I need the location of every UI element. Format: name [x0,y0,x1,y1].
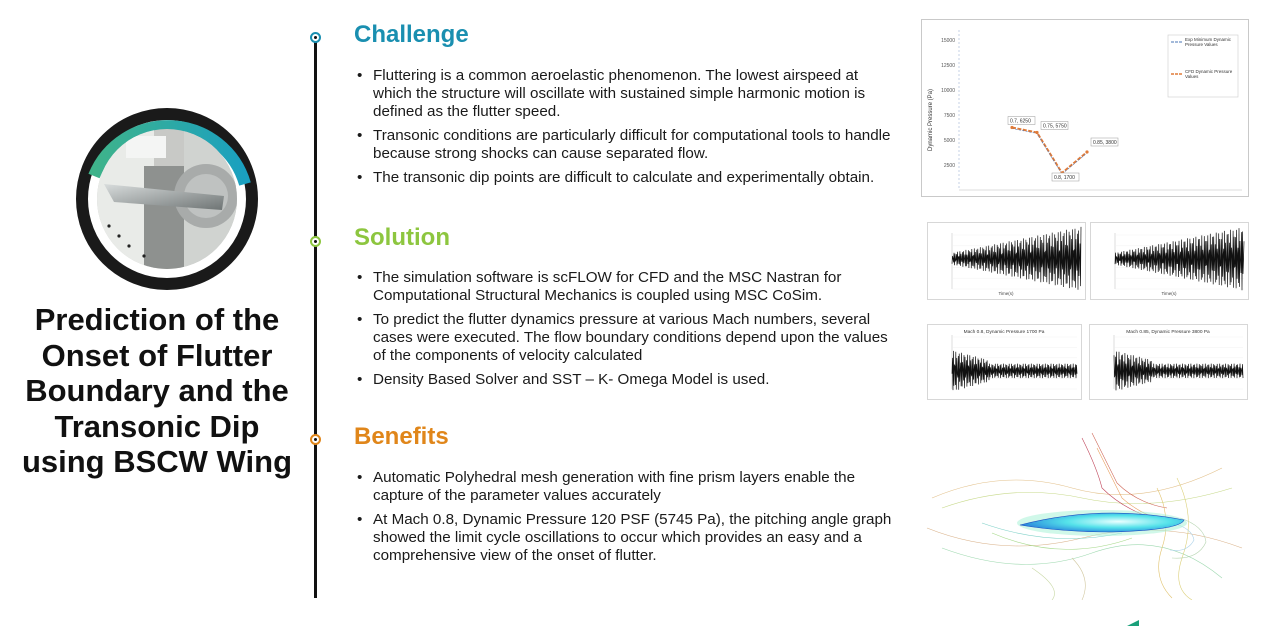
cfd-contour-image [922,428,1248,601]
time-axis-label: Time(s) [1161,291,1177,296]
benefits-heading: Benefits [354,423,449,450]
data-label-box [1040,121,1069,130]
time-axis-label: Time(s) [998,291,1014,296]
mach-0.8-plot: Mach 0.8, Dynamic Pressure 1700 Pa [927,324,1082,400]
time-history-plot-2-svg: Time(s) [1114,228,1245,296]
list-item: The transonic dip points are difficult t… [355,169,900,187]
wing-photo [74,106,260,292]
data-label: 0.75, 5750 [1043,123,1067,129]
timeline-node-solution [310,236,321,247]
y-tick-label: 15000 [941,38,955,44]
plot-title: Mach 0.85, Dynamic Pressure 3800 Pa [1126,329,1210,335]
data-label: 0.85, 3800 [1093,140,1117,146]
legend-label-cfd: CFD Dynamic Pressure Values [1185,69,1233,80]
corner-accent [1127,620,1139,626]
oscillation-trace [1113,351,1244,391]
list-item: Transonic conditions are particularly di… [355,127,900,163]
dynamic-pressure-chart: Dynamic Pressure (Pa) 2500 5000 7500 10000 1… [921,19,1249,197]
oscillation-trace [951,226,1082,290]
timeline-line [314,36,317,598]
y-tick-label: 5000 [944,138,955,144]
oscillation-trace [1114,228,1245,291]
mach-0.85-plot: Mach 0.85, Dynamic Pressure 3800 Pa [1089,324,1248,400]
list-item: Automatic Polyhedral mesh generation wit… [355,469,900,505]
cfd-series-line [1011,126,1088,175]
mach-0.8-plot-svg: Mach 0.8, Dynamic Pressure 1700 Pa [951,329,1078,391]
data-label: 0.7, 6250 [1010,118,1031,124]
challenge-list: Fluttering is a common aeroelastic pheno… [355,67,900,193]
timeline-node-challenge [310,32,321,43]
y-tick-label: 12500 [941,63,955,69]
list-item: Density Based Solver and SST – K- Omega … [355,371,900,389]
timeline-node-benefits [310,434,321,445]
data-point [1010,125,1014,130]
time-history-plot-1: Time(s) [927,222,1086,300]
y-axis-label: Dynamic Pressure (Pa) [928,89,934,151]
oscillation-trace [951,350,1078,391]
list-item: At Mach 0.8, Dynamic Pressure 120 PSF (5… [355,511,900,565]
solution-list: The simulation software is scFLOW for CF… [355,269,900,395]
time-history-plot-2: Time(s) [1090,222,1249,300]
data-point [1035,130,1039,135]
list-item: To predict the flutter dynamics pressure… [355,311,900,365]
y-tick-label: 7500 [944,113,955,119]
page-title: Prediction of the Onset of Flutter Bound… [21,302,293,479]
time-history-plot-1-svg: Time(s) [951,226,1082,296]
dynamic-pressure-chart-svg: Dynamic Pressure (Pa) 2500 5000 7500 10000 1… [928,30,1242,191]
list-item: Fluttering is a common aeroelastic pheno… [355,67,900,121]
chart-legend [1167,34,1239,98]
benefits-list: Automatic Polyhedral mesh generation wit… [355,469,900,571]
data-point [1085,150,1089,154]
plot-title: Mach 0.8, Dynamic Pressure 1700 Pa [964,329,1045,335]
y-tick-label: 2500 [944,163,955,169]
data-label-box [1007,116,1036,125]
solution-heading: Solution [354,224,450,251]
cfd-contour-svg [926,432,1243,601]
legend-label-exp: Exp Minimum Dynamic Pressure Values [1185,37,1232,48]
data-label-box [1051,172,1080,182]
data-label: 0.8, 1700 [1054,175,1075,181]
exp-series-line [1011,128,1088,175]
y-tick-label: 10000 [941,88,955,94]
list-item: The simulation software is scFLOW for CF… [355,269,900,305]
challenge-heading: Challenge [354,21,469,48]
data-label-box [1090,137,1119,147]
mach-0.85-plot-svg: Mach 0.85, Dynamic Pressure 3800 Pa [1113,329,1244,391]
